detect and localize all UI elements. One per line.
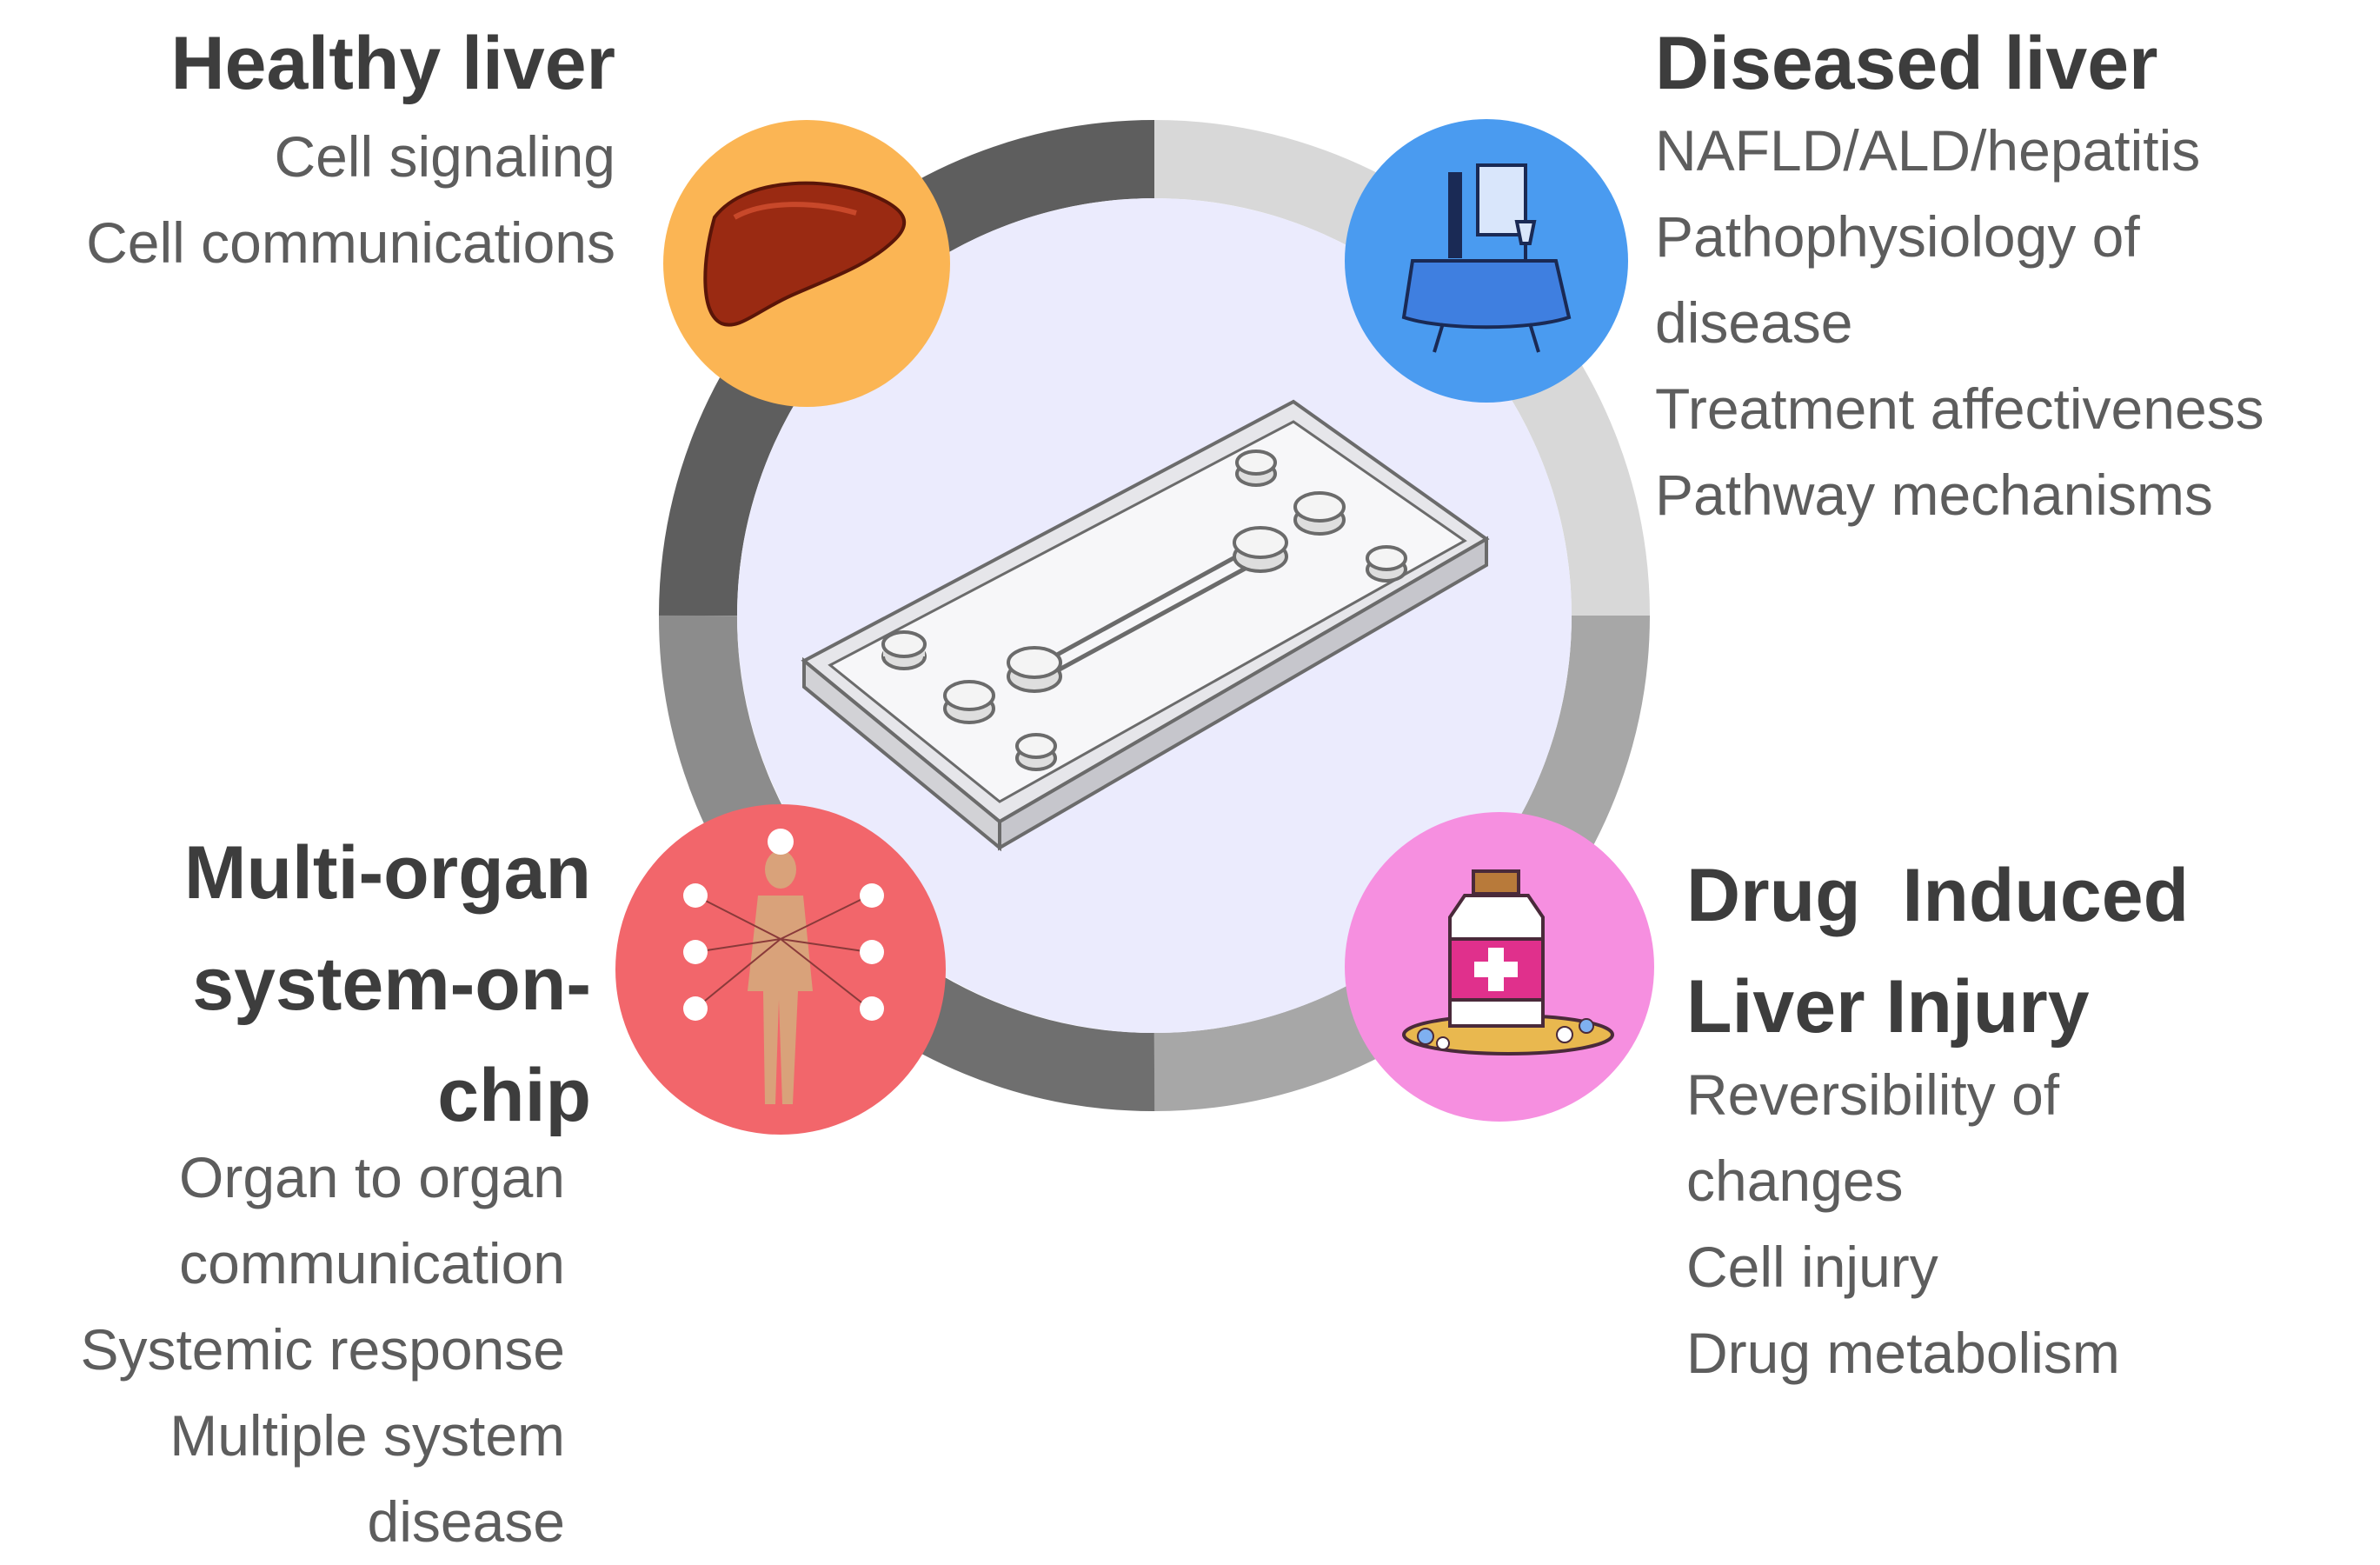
list-item: Systemic response bbox=[80, 1317, 565, 1382]
list-item: Cell communications bbox=[86, 210, 615, 275]
diseased-liver-circle bbox=[1345, 119, 1628, 403]
list-item: Reversibility of bbox=[1686, 1062, 2060, 1127]
title-line: chip bbox=[437, 1054, 591, 1137]
microfluidic-chip-icon bbox=[801, 399, 1490, 852]
title-line: Liver Injury bbox=[1686, 965, 2090, 1049]
healthy-liver-circle bbox=[663, 120, 950, 407]
human-body-organs-icon bbox=[683, 829, 884, 1104]
dili-list: Reversibility of changes Cell injury Dru… bbox=[1686, 1052, 2120, 1396]
list-item: disease bbox=[367, 1489, 566, 1554]
dili-title: Drug Induced Liver Injury bbox=[1686, 840, 2189, 1062]
diseased-liver-title: Diseased liver bbox=[1655, 22, 2158, 105]
list-item: disease bbox=[1655, 290, 1853, 355]
dili-circle bbox=[1345, 812, 1654, 1122]
liver-icon bbox=[703, 181, 907, 327]
title-line: system-on- bbox=[192, 942, 591, 1026]
medicine-bottle-pills-icon bbox=[1402, 869, 1614, 1056]
list-item: Organ to organ bbox=[179, 1145, 565, 1209]
multi-organ-title: Multi-organ system-on- chip bbox=[0, 817, 591, 1151]
healthy-liver-list: Cell signaling Cell communications bbox=[86, 114, 615, 286]
multi-organ-list: Organ to organ communication Systemic re… bbox=[80, 1135, 565, 1565]
list-item: communication bbox=[179, 1231, 565, 1295]
dinner-table-icon bbox=[1401, 163, 1572, 353]
list-item: Cell signaling bbox=[274, 124, 615, 189]
multi-organ-circle bbox=[615, 804, 946, 1135]
title-line: Drug Induced bbox=[1686, 854, 2190, 937]
list-item: Drug metabolism bbox=[1686, 1321, 2120, 1385]
list-item: Multiple system bbox=[170, 1403, 565, 1468]
diseased-liver-list: NAFLD/ALD/hepatitis Pathophysiology of d… bbox=[1655, 108, 2264, 538]
list-item: Treatment affectiveness bbox=[1655, 376, 2264, 441]
list-item: Pathophysiology of bbox=[1655, 204, 2140, 269]
list-item: changes bbox=[1686, 1149, 1904, 1213]
title-line: Multi-organ bbox=[183, 831, 591, 915]
list-item: Pathway mechanisms bbox=[1655, 463, 2213, 527]
healthy-liver-title: Healthy liver bbox=[170, 22, 615, 105]
list-item: NAFLD/ALD/hepatitis bbox=[1655, 118, 2201, 183]
list-item: Cell injury bbox=[1686, 1235, 1938, 1299]
